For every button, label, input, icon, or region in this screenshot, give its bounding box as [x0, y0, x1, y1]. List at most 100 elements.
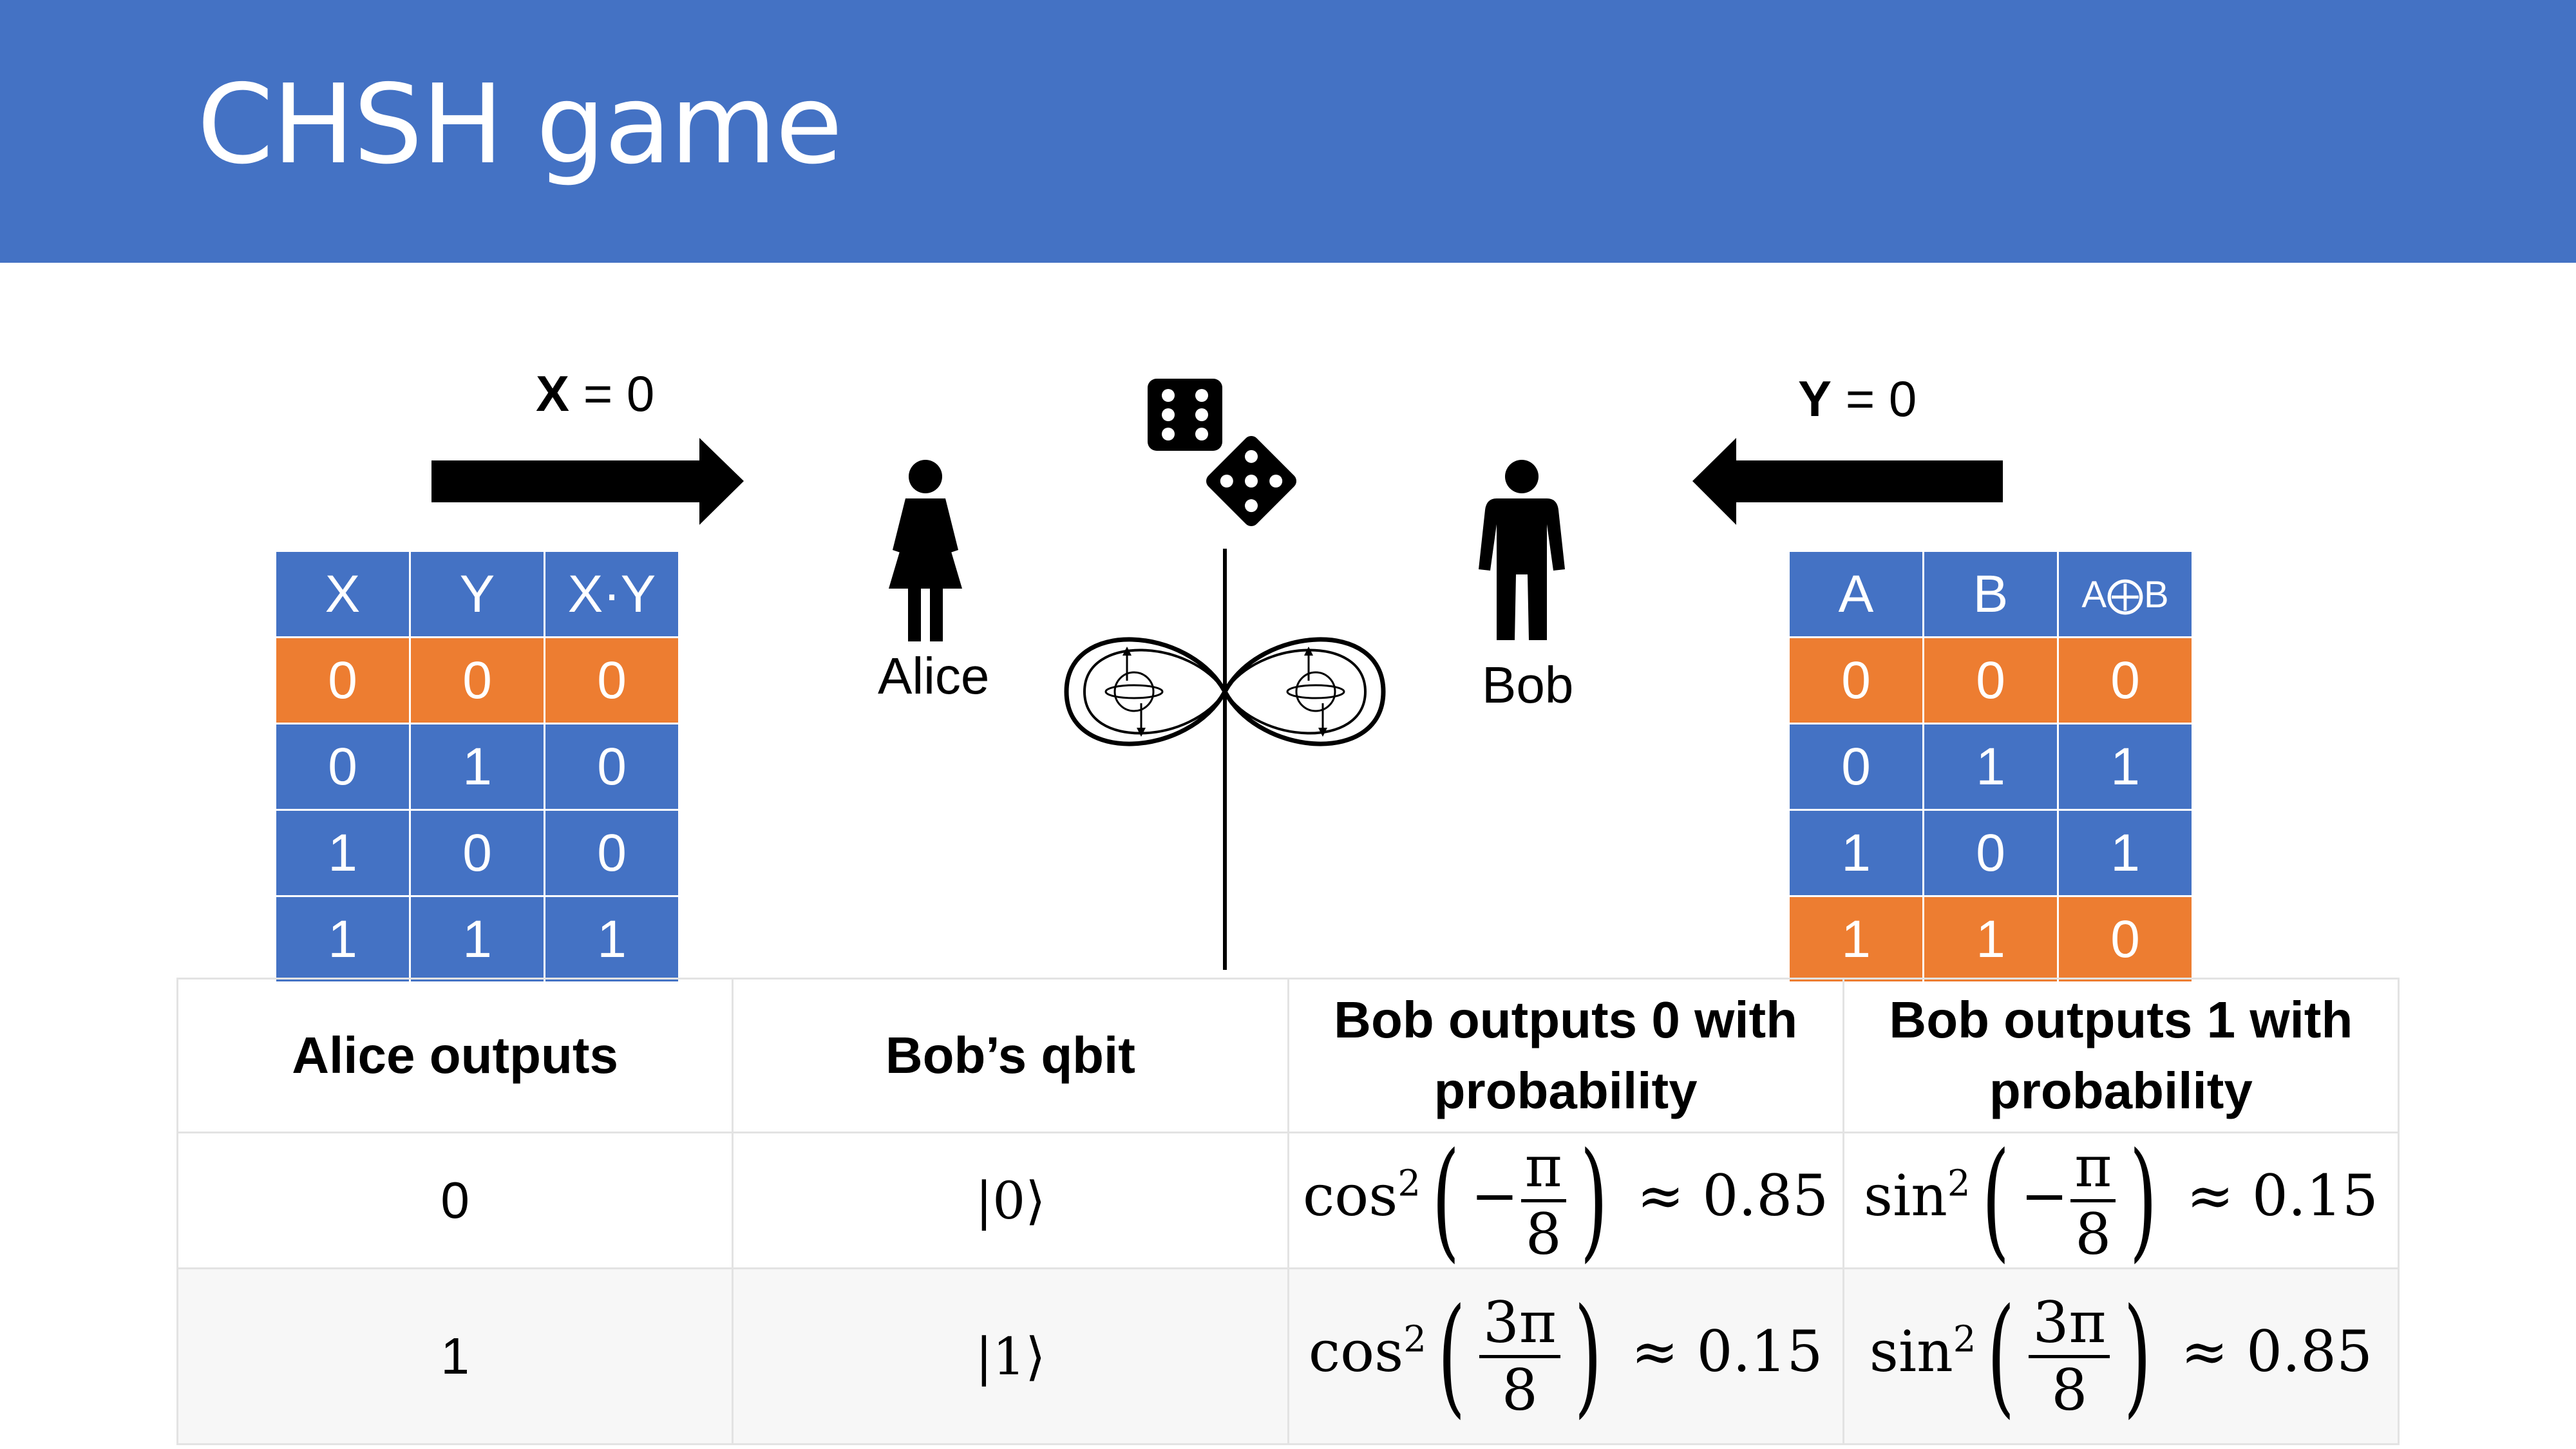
- sign: −: [2020, 1162, 2069, 1229]
- header-bobs-qbit: Bob’s qbit: [732, 978, 1289, 1133]
- ab-table: A B A⨁B 0 0 0 0 1 1 1 0 1 1 1 0: [1788, 550, 2193, 983]
- numerator: π: [1520, 1134, 1566, 1202]
- qbit-cell: |1⟩: [732, 1267, 1289, 1445]
- numerator: π: [2070, 1134, 2116, 1202]
- woman-icon: [889, 460, 962, 641]
- bob-label: Bob: [1482, 656, 1574, 714]
- arrow-left-icon: [1692, 438, 2003, 525]
- exponent: 2: [1403, 1318, 1426, 1361]
- table-cell: 1: [2057, 723, 2193, 811]
- table-cell: 1: [409, 895, 545, 983]
- outcome-table-header: Alice outputs Bob’s qbit Bob outputs 0 w…: [176, 978, 2400, 1133]
- table-row: 1 0 0: [274, 809, 680, 897]
- fn: cos: [1308, 1318, 1404, 1385]
- denominator: 8: [2075, 1200, 2112, 1267]
- table-cell: 0: [2057, 636, 2193, 724]
- numerator: 3π: [2029, 1290, 2110, 1358]
- table-cell: 0: [2057, 895, 2193, 983]
- ab-table-header: A B A⨁B: [1788, 550, 2193, 638]
- table-cell: 1: [1922, 895, 2059, 983]
- bob-input-label: Y = 0: [1798, 370, 1917, 428]
- denominator: 8: [1525, 1200, 1562, 1267]
- exponent: 2: [1947, 1162, 1971, 1205]
- table-cell: 0: [409, 636, 545, 724]
- denominator: 8: [1501, 1356, 1538, 1423]
- die-icon: [1206, 436, 1296, 526]
- numerator: 3π: [1479, 1290, 1560, 1358]
- table-row: 0 0 0: [274, 636, 680, 724]
- table-row: 1 1 1: [274, 895, 680, 983]
- approx-value: ≈ 0.85: [1636, 1162, 1829, 1229]
- table-cell: 0: [1922, 809, 2059, 897]
- header-x: X: [274, 550, 411, 638]
- title-bar: CHSH game: [0, 0, 2576, 263]
- header-bob-outputs-1: Bob outputs 1 with probability: [1842, 978, 2400, 1133]
- alice-input-value: = 0: [569, 365, 655, 422]
- outcome-table: Alice outputs Bob’s qbit Bob outputs 0 w…: [176, 978, 2400, 1445]
- header-alice-outputs: Alice outputs: [176, 978, 734, 1133]
- table-row: 1 1 0: [1788, 895, 2193, 983]
- exponent: 2: [1397, 1162, 1421, 1205]
- table-cell: 0: [544, 723, 680, 811]
- table-row: 0 1 1: [1788, 723, 2193, 811]
- table-cell: 0: [409, 809, 545, 897]
- denominator: 8: [2051, 1356, 2088, 1423]
- table-row: 1 0 1: [1788, 809, 2193, 897]
- bob-input-var: Y: [1798, 370, 1832, 427]
- exponent: 2: [1953, 1318, 1976, 1361]
- table-cell: 0: [274, 636, 411, 724]
- header-a-xor-b: A⨁B: [2057, 550, 2193, 638]
- table-cell: 1: [274, 895, 411, 983]
- table-cell: 1: [544, 895, 680, 983]
- table-cell: 1: [1788, 895, 1924, 983]
- table-cell: 0: [1788, 723, 1924, 811]
- table-cell: 0: [1922, 636, 2059, 724]
- approx-value: ≈ 0.85: [2181, 1318, 2372, 1385]
- entanglement-icon: [1064, 549, 1386, 970]
- table-cell: 0: [544, 636, 680, 724]
- table-cell: 0: [1788, 636, 1924, 724]
- approx-value: ≈ 0.15: [1631, 1318, 1823, 1385]
- table-cell: 1: [409, 723, 545, 811]
- alice-input-label: X = 0: [536, 365, 654, 423]
- header-a: A: [1788, 550, 1924, 638]
- alice-output-cell: 1: [176, 1267, 734, 1445]
- approx-value: ≈ 0.15: [2186, 1162, 2378, 1229]
- arrow-right-icon: [431, 438, 744, 525]
- alice-output-cell: 0: [176, 1132, 734, 1269]
- fn: cos: [1302, 1162, 1398, 1229]
- slide-title: CHSH game: [197, 61, 843, 189]
- die-icon: [1148, 379, 1222, 451]
- alice-label: Alice: [878, 647, 990, 705]
- fn: sin: [1869, 1318, 1953, 1385]
- qbit-cell: |0⟩: [732, 1132, 1289, 1269]
- header-b: B: [1922, 550, 2059, 638]
- table-row: 0 0 0: [1788, 636, 2193, 724]
- man-icon: [1479, 460, 1565, 640]
- table-cell: 0: [544, 809, 680, 897]
- header-y: Y: [409, 550, 545, 638]
- xy-table: X Y X·Y 0 0 0 0 1 0 1 0 0 1 1 1: [274, 550, 680, 983]
- table-cell: 1: [274, 809, 411, 897]
- fn: sin: [1863, 1162, 1947, 1229]
- table-cell: 0: [274, 723, 411, 811]
- table-cell: 1: [2057, 809, 2193, 897]
- alice-input-var: X: [536, 365, 570, 422]
- table-row: 0 1 0: [274, 723, 680, 811]
- bob-input-value: = 0: [1832, 370, 1917, 427]
- table-cell: 1: [1922, 723, 2059, 811]
- xy-table-header: X Y X·Y: [274, 550, 680, 638]
- sign: −: [1471, 1162, 1519, 1229]
